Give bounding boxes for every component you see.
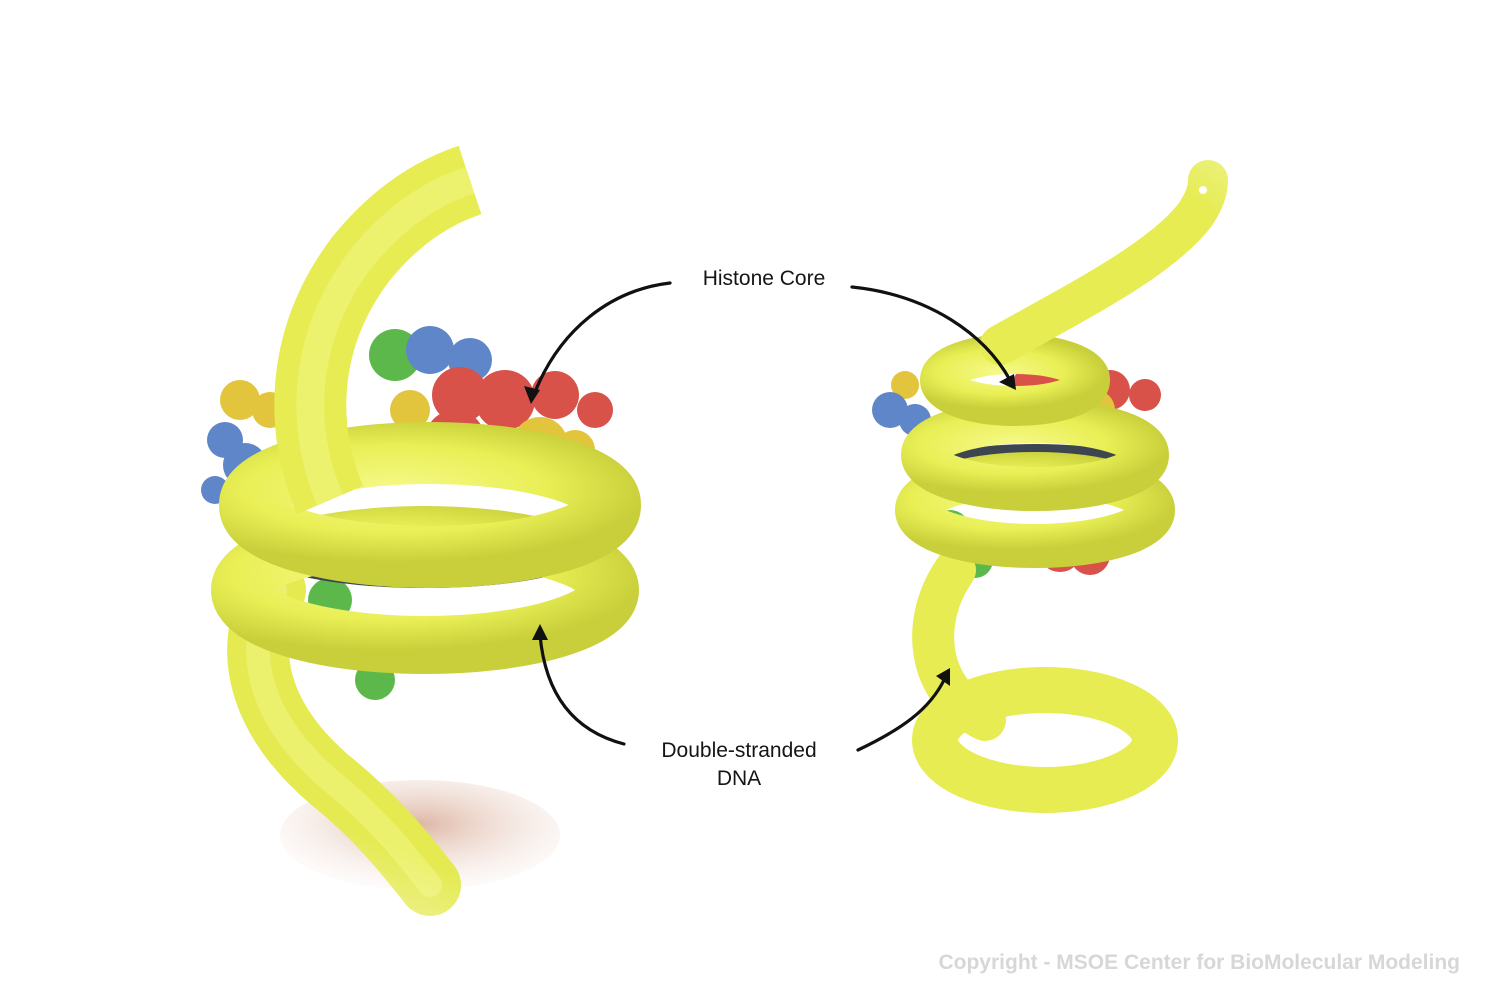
dna-label-line2: DNA xyxy=(716,767,762,790)
histone-core-label: Histone Core xyxy=(702,267,826,290)
dna-label-line1: Double-stranded xyxy=(661,739,817,762)
dna-label: Double-stranded DNA xyxy=(634,737,844,793)
copyright-text: Copyright - MSOE Center for BioMolecular… xyxy=(938,951,1460,974)
